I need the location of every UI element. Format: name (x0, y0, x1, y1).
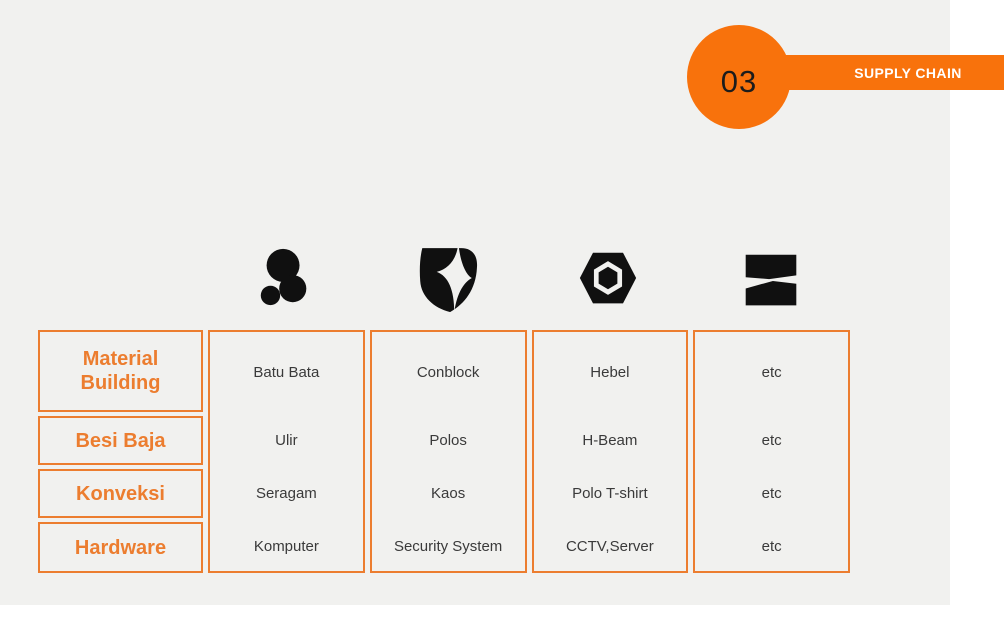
table-cell: H-Beam (582, 432, 638, 449)
bottom-white-strip (0, 605, 950, 618)
table-column-2: Conblock Polos Kaos Security System (369, 330, 527, 573)
hex-nut-icon (579, 252, 637, 304)
table-column-3: Hebel H-Beam Polo T-shirt CCTV,Server (531, 330, 689, 573)
row-label-hardware: Hardware (38, 522, 203, 573)
table-cell: Security System (393, 538, 503, 555)
table-cell: Polo T-shirt (572, 485, 648, 502)
table-cell: Komputer (253, 538, 319, 555)
table-cell: Batu Bata (253, 363, 320, 381)
table-cell: Conblock (416, 363, 480, 381)
table-cell: Hebel (590, 363, 630, 381)
table-cell: etc (761, 485, 782, 502)
leaf-arrow-icon (419, 242, 478, 312)
section-title: SUPPLY CHAIN (854, 64, 962, 81)
row-label-besi-baja: Besi Baja (38, 416, 203, 465)
dots-cluster-icon (260, 248, 307, 306)
section-number: 03 (720, 64, 758, 99)
s-block-icon (745, 254, 797, 306)
table-column-4: etc etc etc etc (693, 330, 850, 573)
row-label-konveksi: Konveksi (38, 469, 203, 518)
right-white-strip (950, 0, 1004, 618)
row-label-material-building: Material Building (38, 330, 203, 412)
supply-table: Material Building Besi Baja Konveksi Har… (38, 330, 850, 573)
table-cell: Seragam (255, 485, 317, 502)
table-cell: CCTV,Server (565, 538, 654, 555)
table-cell: etc (761, 363, 782, 381)
table-cell: etc (761, 538, 782, 555)
table-column-1: Batu Bata Ulir Seragam Komputer (208, 330, 365, 573)
table-cell: Ulir (275, 432, 298, 449)
table-cell: Kaos (431, 485, 466, 502)
table-cell: etc (761, 432, 782, 449)
table-cell: Polos (429, 432, 467, 449)
section-number-badge: 03 (687, 25, 791, 129)
